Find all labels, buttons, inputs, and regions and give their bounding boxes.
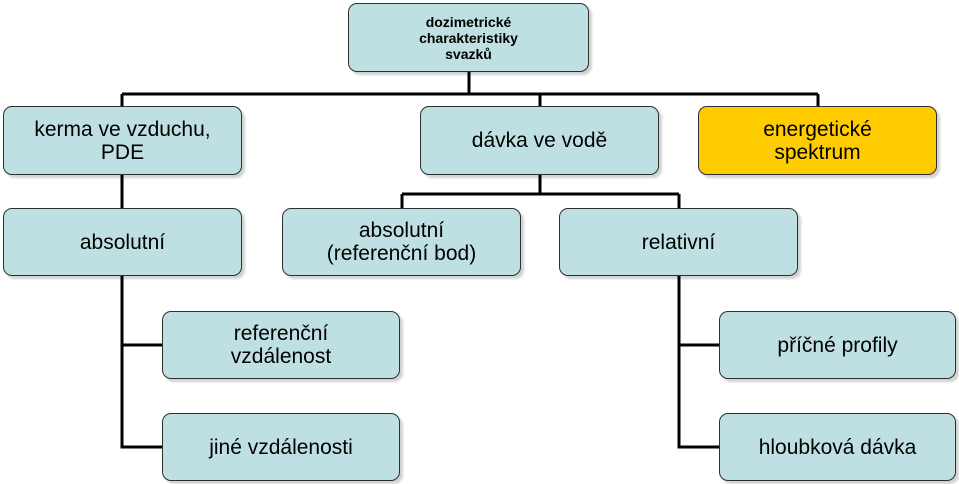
- node-energy-spectrum: energetické spektrum: [698, 106, 937, 175]
- node-energy-spectrum-label: energetické spektrum: [763, 117, 872, 164]
- node-transverse-profiles: příčné profily: [719, 311, 956, 379]
- node-other-distances-label: jiné vzdálenosti: [209, 435, 353, 459]
- node-relative: relativní: [559, 208, 798, 276]
- node-kerma: kerma ve vzduchu, PDE: [3, 106, 242, 175]
- connector-dose-l2: [400, 175, 681, 208]
- node-reference-distance-label: referenční vzdálenost: [230, 322, 332, 368]
- node-other-distances: jiné vzdálenosti: [162, 413, 400, 481]
- node-dose-water: dávka ve vodě: [420, 106, 659, 175]
- node-absolute-reference-label: absolutní (referenční bod): [326, 219, 477, 265]
- node-absolute: absolutní: [3, 208, 242, 276]
- connector-absolute-children: [120, 276, 162, 449]
- node-absolute-label: absolutní: [79, 230, 166, 254]
- node-depth-dose-label: hloubková dávka: [758, 435, 917, 459]
- connector-root-l1: [120, 72, 820, 106]
- node-transverse-profiles-label: příčné profily: [777, 333, 898, 357]
- node-root-label: dozimetrické charakteristiky svazků: [419, 13, 518, 62]
- connector-relative-children: [677, 276, 719, 449]
- node-depth-dose: hloubková dávka: [719, 413, 956, 481]
- node-relative-label: relativní: [641, 230, 716, 254]
- node-reference-distance: referenční vzdálenost: [162, 311, 400, 379]
- node-kerma-label: kerma ve vzduchu, PDE: [34, 117, 211, 164]
- node-root: dozimetrické charakteristiky svazků: [348, 3, 589, 72]
- node-dose-water-label: dávka ve vodě: [471, 129, 608, 152]
- node-absolute-reference: absolutní (referenční bod): [282, 208, 521, 276]
